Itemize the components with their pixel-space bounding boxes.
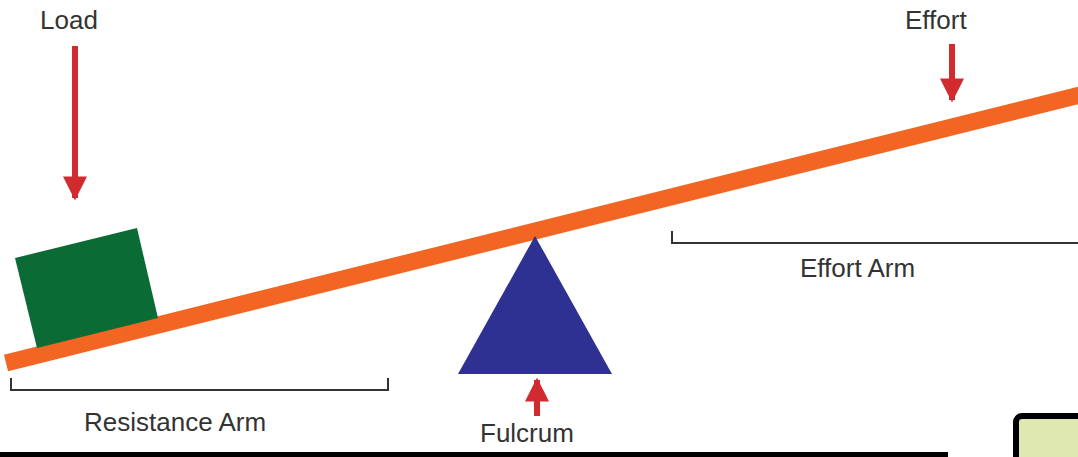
effort-arm-label: Effort Arm — [800, 254, 915, 284]
overlay-bar — [0, 452, 948, 457]
fulcrum-triangle — [458, 236, 612, 374]
effort-arm-bracket — [672, 231, 1078, 243]
load-block — [15, 228, 158, 348]
effort-arrow — [949, 44, 955, 100]
resistance-arm-bracket — [11, 378, 388, 390]
fulcrum-label: Fulcrum — [480, 419, 574, 449]
fulcrum-arrow — [534, 380, 540, 416]
resistance-arm-label: Resistance Arm — [84, 408, 266, 438]
corner-widget — [1016, 416, 1078, 457]
effort-label: Effort — [905, 6, 967, 36]
load-arrow — [72, 46, 78, 198]
load-label: Load — [40, 6, 98, 36]
